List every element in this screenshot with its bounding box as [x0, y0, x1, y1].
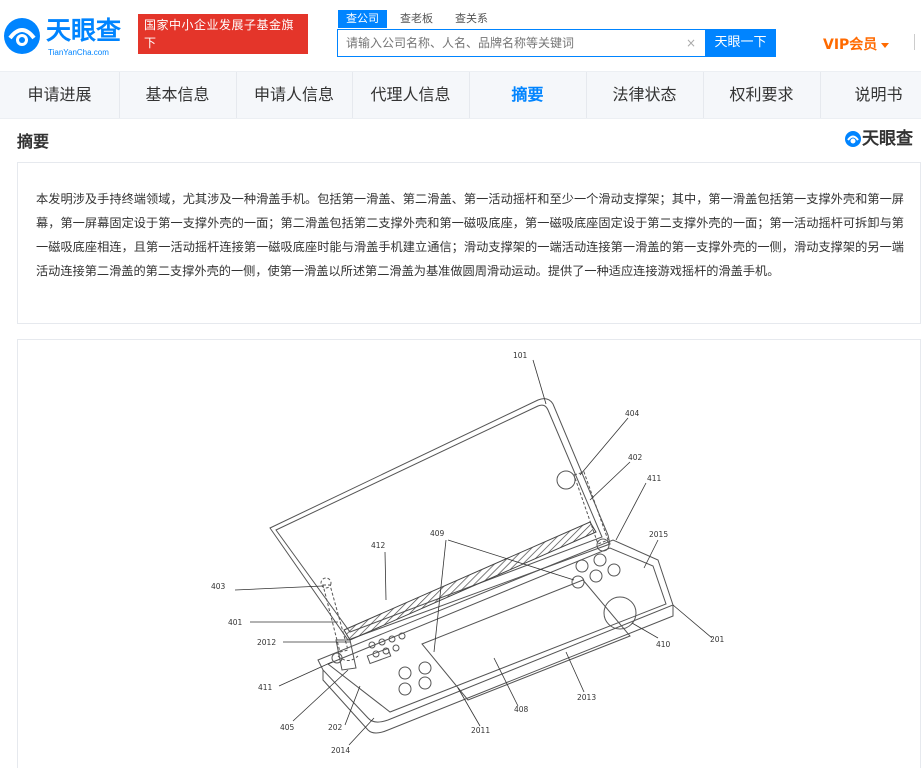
lower-slide-inner — [327, 547, 667, 713]
figure-label: 2012 — [257, 638, 276, 647]
figure-label: 2015 — [649, 530, 668, 539]
logo-text-cn: 天眼查 — [46, 16, 122, 45]
upper-slide-inner — [275, 404, 603, 633]
figure-label: 409 — [430, 529, 445, 538]
figure-label: 202 — [328, 723, 343, 732]
figure-label: 101 — [513, 351, 528, 360]
banner-line-2: 官方备案企业征信机构 — [144, 54, 270, 68]
logo-eye-icon — [4, 18, 40, 54]
tianyancha-logo[interactable]: 天眼查 TianYanCha.com — [2, 14, 130, 58]
figure-label: 401 — [228, 618, 243, 627]
tab-divider — [236, 72, 237, 118]
figure-label: 410 — [656, 640, 671, 649]
search-tab-boss[interactable]: 查老板 — [400, 12, 433, 25]
patent-figure-panel: 101 404 402 411 409 2015 412 403 401 201… — [17, 339, 921, 768]
tab-agent-info[interactable]: 代理人信息 — [370, 85, 451, 104]
search-button[interactable]: 天眼一下 — [705, 29, 776, 57]
tab-divider — [119, 72, 120, 118]
left-joystick-outline — [322, 584, 349, 653]
tab-divider — [703, 72, 704, 118]
big-round-button — [603, 596, 637, 630]
figure-label: 404 — [625, 409, 640, 418]
logo-eye-icon — [845, 131, 861, 147]
tab-divider — [469, 72, 470, 118]
figure-label: 408 — [514, 705, 529, 714]
tab-abstract[interactable]: 摘要 — [511, 85, 544, 104]
figure-label: 411 — [258, 683, 273, 692]
figure-label: 2014 — [331, 746, 350, 755]
search-input[interactable] — [338, 30, 668, 56]
upper-slide-outline — [269, 398, 611, 641]
figure-label: 403 — [211, 582, 226, 591]
clear-icon[interactable]: × — [685, 36, 697, 50]
abstract-panel: 本发明涉及手持终端领域，尤其涉及一种滑盖手机。包括第一滑盖、第二滑盖、第一活动摇… — [17, 162, 921, 324]
search-tab-relation[interactable]: 查关系 — [455, 12, 488, 25]
tab-application-progress[interactable]: 申请进展 — [27, 85, 92, 104]
banner-line-1: 国家中小企业发展子基金旗下 — [144, 18, 295, 50]
tab-claims[interactable]: 权利要求 — [729, 85, 794, 104]
slide-support-rail — [343, 521, 597, 641]
caret-down-icon — [881, 42, 890, 48]
detail-nav-tabs: 申请进展 基本信息 申请人信息 代理人信息 摘要 法律状态 权利要求 说明书 — [0, 71, 921, 119]
tab-divider — [586, 72, 587, 118]
figure-label: 402 — [628, 453, 643, 462]
search-tab-company[interactable]: 查公司 — [338, 10, 387, 28]
lower-slide-outline — [317, 539, 674, 723]
base-screen — [421, 579, 631, 701]
certification-banner[interactable]: 国家中小企业发展子基金旗下 官方备案企业征信机构 — [138, 14, 308, 68]
header-divider — [914, 34, 915, 50]
vip-menu[interactable]: VIP会员 — [823, 34, 890, 54]
brand-text: 天眼查 — [862, 129, 913, 149]
top-header: 天眼查 TianYanCha.com 国家中小企业发展子基金旗下 官方备案企业征… — [0, 0, 921, 71]
figure-label: 412 — [371, 541, 386, 550]
tab-divider — [820, 72, 821, 118]
section-title: 摘要 — [17, 132, 50, 151]
patent-drawing: 101 404 402 411 409 2015 412 403 401 201… — [211, 351, 725, 755]
figure-label: 2011 — [471, 726, 490, 735]
figure-label: 2013 — [577, 693, 596, 702]
tab-basic-info[interactable]: 基本信息 — [145, 85, 210, 104]
right-joystick-outline — [573, 471, 609, 545]
tab-specification[interactable]: 说明书 — [854, 85, 903, 104]
figure-label: 201 — [710, 635, 725, 644]
figure-label: 411 — [647, 474, 662, 483]
logo-text-en: TianYanCha.com — [48, 48, 109, 57]
figure-label: 405 — [280, 723, 295, 732]
search-box: × — [337, 29, 706, 57]
tab-applicant-info[interactable]: 申请人信息 — [253, 85, 334, 104]
tab-legal-status[interactable]: 法律状态 — [612, 85, 677, 104]
vip-label: VIP会员 — [823, 37, 878, 53]
tab-divider — [352, 72, 353, 118]
abstract-text: 本发明涉及手持终端领域，尤其涉及一种滑盖手机。包括第一滑盖、第二滑盖、第一活动摇… — [36, 192, 904, 278]
lower-slide-edge — [322, 605, 674, 734]
